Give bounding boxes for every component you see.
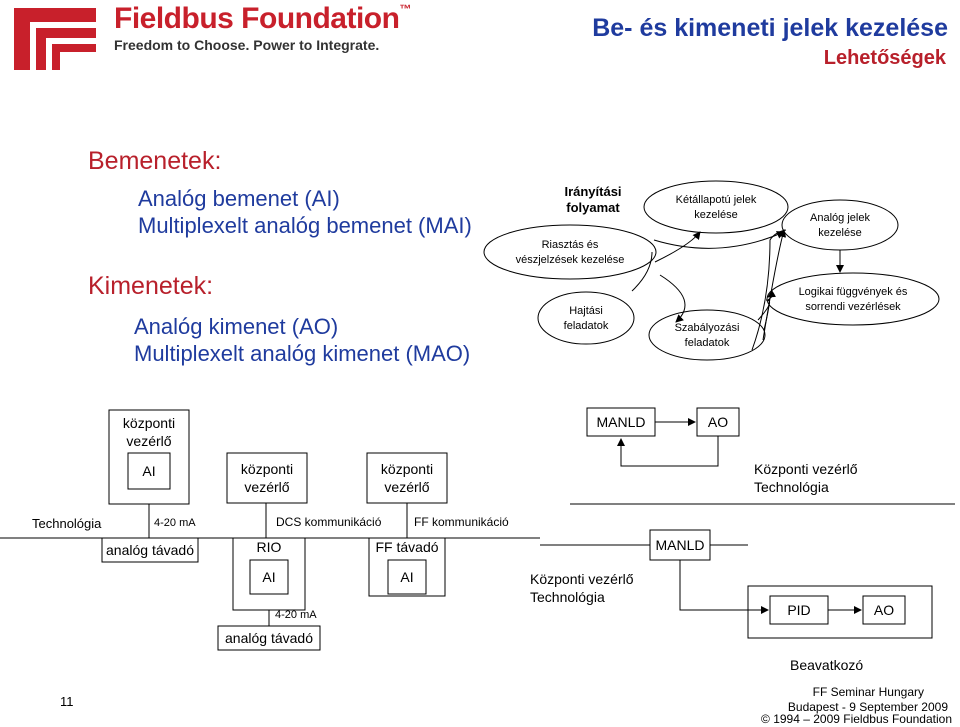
ai-label-top: AI — [142, 463, 156, 479]
output-item: Multiplexelt analóg kimenet (MAO) — [134, 341, 471, 366]
outputs-heading: Kimenetek: — [88, 272, 214, 300]
input-item: Analóg bemenet (AI) — [138, 186, 340, 211]
footer-seminar: FF Seminar Hungary — [812, 685, 924, 699]
rio-ai-label: AI — [262, 569, 276, 585]
rio-label: RIO — [256, 539, 282, 555]
footer-copyright: © 1994 – 2009 Fieldbus Foundation — [761, 712, 952, 726]
page-number: 11 — [60, 694, 74, 709]
analog-transmitter-box — [101, 537, 199, 563]
ao-box-bottom — [862, 595, 906, 625]
brand-name: Fieldbus Foundation™ — [114, 2, 411, 35]
page-subtitle: Lehetőségek — [823, 47, 946, 69]
manld-box-top — [586, 407, 656, 437]
pid-box — [769, 595, 829, 625]
brand-tagline: Freedom to Choose. Power to Integrate. — [114, 37, 380, 53]
manld-label-bottom: MANLD — [655, 537, 705, 553]
drive-ellipse — [537, 291, 635, 345]
ma-label-bottom: 4-20 mA — [275, 609, 317, 621]
dcs-comm-label: DCS kommunikáció — [276, 515, 382, 529]
technology-label: Technológia — [32, 516, 102, 531]
rio-ai-box — [249, 559, 289, 595]
ff-ai-box — [387, 559, 427, 595]
input-item: Multiplexelt analóg bemenet (MAI) — [138, 213, 472, 238]
ff-transmitter-label: FF távadó — [375, 539, 439, 555]
manld-box-bottom — [649, 529, 711, 561]
ao-box-top — [696, 407, 740, 437]
actuator-label: Beavatkozó — [790, 657, 864, 673]
discrete-ellipse — [643, 180, 789, 234]
analog-transmitter-bottom-box — [217, 625, 321, 651]
ao-label-top: AO — [707, 414, 729, 430]
pid-label: PID — [787, 602, 811, 618]
analog-transmitter-label: analóg távadó — [106, 542, 194, 558]
dcs-controller-box — [226, 452, 308, 504]
output-item: Analóg kimenet (AO) — [134, 314, 339, 339]
ao-label-bottom: AO — [873, 602, 895, 618]
ma-label: 4-20 mA — [154, 517, 196, 529]
manld-label-top: MANLD — [596, 414, 646, 430]
ff-ai-label: AI — [400, 569, 414, 585]
inputs-heading: Bemenetek: — [88, 147, 222, 175]
ff-controller-box — [366, 452, 448, 504]
ai-box-top — [127, 452, 171, 490]
logic-ellipse — [766, 272, 940, 326]
analog-transmitter-bottom-label: analóg távadó — [225, 630, 313, 646]
page-title: Be- és kimeneti jelek kezelése — [592, 14, 948, 42]
fieldbus-logo-icon — [14, 8, 96, 70]
ff-comm-label: FF kommunikáció — [414, 515, 509, 529]
footer-date: Budapest - 9 September 2009 — [787, 700, 948, 714]
alarm-ellipse — [483, 224, 657, 280]
